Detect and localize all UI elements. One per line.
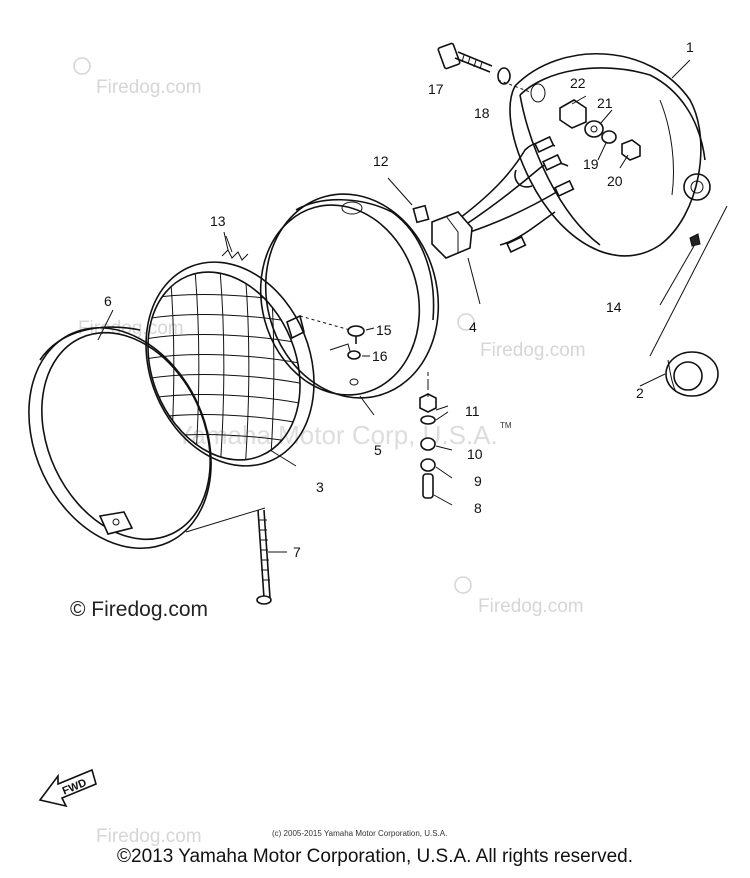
rim: [28, 326, 212, 550]
collar-8: [422, 473, 434, 499]
part-label-12: 12: [373, 153, 389, 169]
mounting-ring: [259, 193, 440, 399]
firedog-watermark-top: Firedog.com: [73, 57, 202, 98]
part-label-6: 6: [104, 293, 112, 309]
part-label-7: 7: [293, 544, 301, 560]
nut-20: [621, 139, 641, 161]
part-label-19: 19: [583, 156, 599, 172]
part-label-13: 13: [210, 213, 226, 229]
part-label-2: 2: [636, 385, 644, 401]
part-label-17: 17: [428, 81, 444, 97]
screw-15: [347, 325, 365, 344]
spacer: [420, 437, 436, 451]
washer-21: [584, 120, 604, 138]
bolt-17: [437, 42, 493, 73]
leader-lines: [97, 59, 728, 553]
part-labels: 1 2 3 4 5 6 7 8 9 10 11 12 13 14 15 16 1…: [104, 39, 694, 560]
part-label-20: 20: [607, 173, 623, 189]
svg-text:Firedog.com: Firedog.com: [96, 826, 202, 847]
fine-print: (c) 2005-2015 Yamaha Motor Corporation, …: [272, 829, 447, 838]
part-label-3: 3: [316, 479, 324, 495]
trademark-mark: TM: [500, 421, 512, 430]
part-label-11: 11: [465, 403, 480, 419]
firedog-watermark-dark: © Firedog.com: [70, 598, 208, 621]
part-label-14: 14: [606, 299, 622, 315]
nut-11: [419, 393, 437, 425]
part-label-4: 4: [469, 319, 477, 335]
svg-text:Firedog.com: Firedog.com: [478, 596, 584, 617]
part-label-5: 5: [374, 442, 382, 458]
lens-unit: [139, 261, 315, 471]
firedog-watermark-bottom: Firedog.com: [96, 826, 202, 847]
washer-18: [497, 67, 511, 85]
screw-14: [689, 233, 701, 247]
svg-text:Firedog.com: Firedog.com: [96, 77, 202, 98]
part-label-10: 10: [467, 446, 483, 462]
part-label-18: 18: [474, 105, 490, 121]
forward-direction-arrow: FWD: [38, 768, 97, 808]
grommet: [665, 351, 719, 397]
firedog-watermark-right: Firedog.com: [454, 576, 584, 617]
spring: [221, 235, 249, 261]
firedog-watermark-mid-right: Firedog.com: [457, 313, 586, 361]
socket: [431, 211, 473, 259]
part-label-16: 16: [372, 348, 388, 364]
part-label-22: 22: [570, 75, 586, 91]
clip: [412, 204, 430, 224]
part-label-9: 9: [474, 473, 482, 489]
headlight-body: [509, 52, 711, 257]
svg-text:Firedog.com: Firedog.com: [480, 340, 586, 361]
wiring: [459, 135, 575, 253]
copyright-notice: ©2013 Yamaha Motor Corporation, U.S.A. A…: [117, 846, 633, 867]
part-label-8: 8: [474, 500, 482, 516]
washer-9: [420, 458, 436, 472]
long-screw: [256, 509, 272, 605]
washer-16: [347, 350, 361, 386]
part-label-15: 15: [376, 322, 392, 338]
collar-22: [559, 99, 587, 129]
washer-19: [601, 130, 617, 144]
fwd-label: FWD: [61, 777, 89, 798]
part-label-21: 21: [597, 95, 613, 111]
part-label-1: 1: [686, 39, 694, 55]
